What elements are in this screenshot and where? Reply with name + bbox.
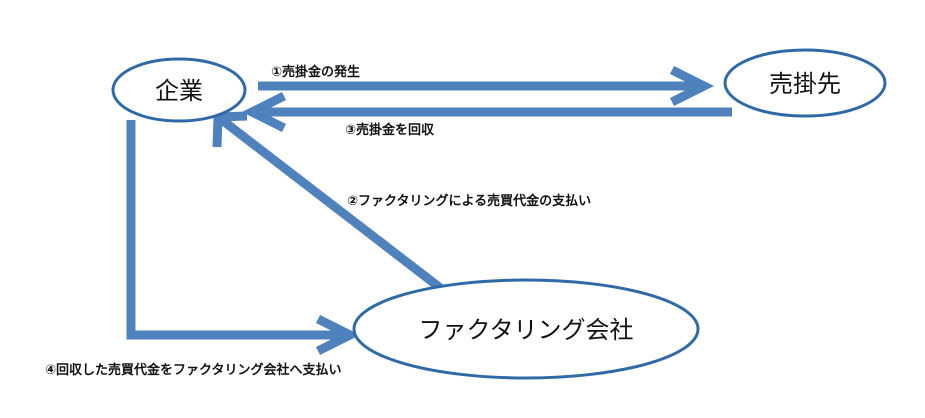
edge-step4-label: ④回収した売買代金をファクタリング会社へ支払い [45,362,342,378]
node-factoring-company: ファクタリング会社 [352,278,700,380]
arrow-step4 [126,120,361,356]
node-company-label: 企業 [155,77,203,105]
node-customer-label: 売掛先 [769,70,841,98]
edge-step3-label: ③売掛金を回収 [345,122,435,138]
arrow-step2 [212,111,455,301]
arrow-step3 [241,91,732,133]
arrow-step1 [258,65,715,107]
node-factoring-company-label: ファクタリング会社 [418,316,633,344]
edge-step2-label: ②ファクタリングによる売買代金の支払い [347,193,591,209]
node-customer: 売掛先 [723,48,887,118]
edge-step1-label: ①売掛金の発生 [271,64,360,80]
node-company: 企業 [111,57,247,123]
